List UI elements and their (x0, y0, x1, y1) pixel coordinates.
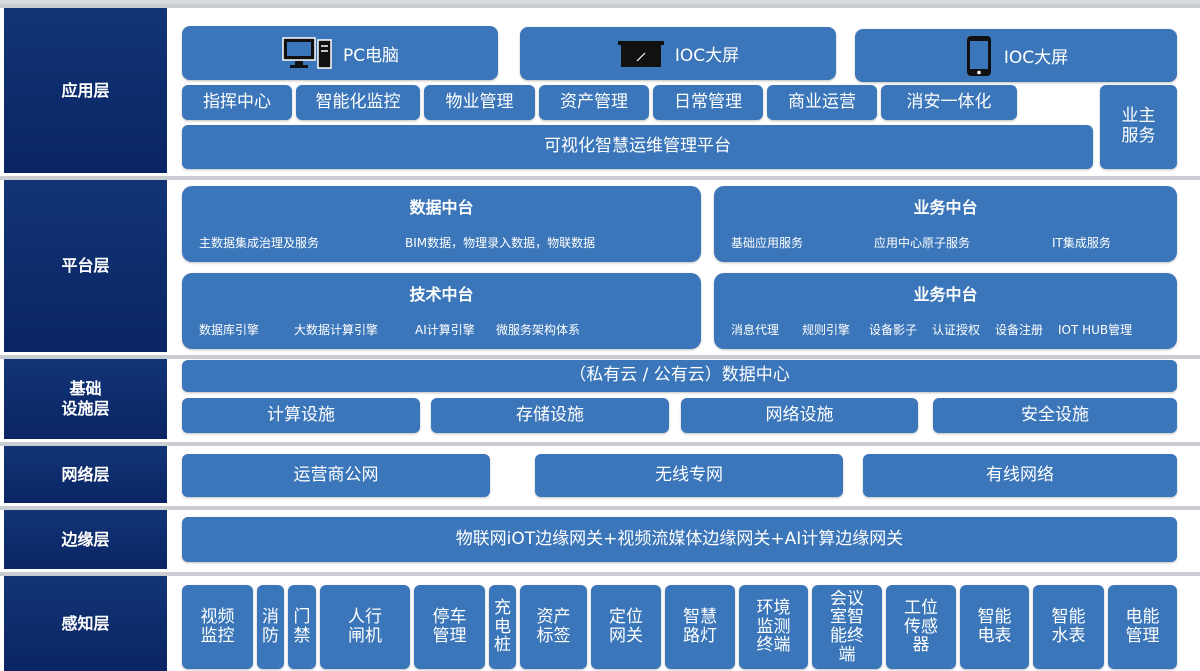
pc-device-box: PC电脑 (182, 26, 498, 80)
tech-platform-item: 大数据计算引擎 (294, 323, 379, 337)
data-platform-item: BIM数据，物理录入数据，物联数据 (405, 236, 596, 250)
mobile-phone-icon (966, 35, 991, 76)
ioc-mobile-box: IOC大屏 (855, 29, 1177, 82)
tech-platform-title: 技术中台 (409, 285, 474, 304)
perception-layer-label: 感知层 (4, 576, 167, 671)
sensor-fire: 消 防 (257, 585, 284, 669)
business-platform-title: 业务中台 (913, 198, 978, 217)
ioc-mobile-label: IOC大屏 (1003, 48, 1069, 68)
business-platform-item: 认证授权 (932, 323, 981, 337)
sensor-smart-streetlight: 智慧 路灯 (665, 585, 735, 669)
sensor-access-control: 门 禁 (288, 585, 316, 669)
sensor-workstation: 工位 传感 器 (886, 585, 956, 669)
infra-network: 网络设施 (681, 398, 918, 433)
edge-gateway-bar: 物联网iOT边缘网关+视频流媒体边缘网关+AI计算边缘网关 (182, 517, 1177, 562)
network-wireless-private: 无线专网 (535, 454, 843, 497)
business-platform-item: 应用中心原子服务 (874, 236, 971, 250)
business-platform-item: 基础应用服务 (731, 236, 804, 250)
tech-platform-item: 微服务架构体系 (496, 323, 581, 337)
owner-service-box: 业主 服务 (1100, 85, 1177, 169)
edge-layer-label: 边缘层 (4, 510, 167, 569)
business-middle-platform-2: 业务中台 消息代理 规则引擎 设备影子 认证授权 设备注册 IOT HUB管理 (714, 273, 1177, 349)
sensor-parking: 停车 管理 (414, 585, 485, 669)
desktop-pc-icon (282, 37, 332, 69)
sensor-positioning-gateway: 定位 网关 (591, 585, 661, 669)
pc-device-label: PC电脑 (342, 45, 400, 66)
large-screen-icon (617, 40, 664, 67)
app-commercial-operation: 商业运营 (767, 85, 877, 120)
sensor-pedestrian-gate: 人行 闸机 (320, 585, 410, 669)
network-layer-label: 网络层 (4, 446, 167, 503)
sensor-power-management: 电能 管理 (1108, 585, 1177, 669)
business-platform-item: IOT HUB管理 (1058, 323, 1133, 337)
app-smart-monitoring: 智能化监控 (296, 85, 420, 120)
sensor-video-monitoring: 视频 监控 (182, 585, 253, 669)
business-middle-platform-1: 业务中台 基础应用服务 应用中心原子服务 IT集成服务 (714, 186, 1177, 262)
tech-platform-item: AI计算引擎 (415, 323, 475, 337)
data-platform-item: 主数据集成治理及服务 (199, 236, 320, 250)
business-platform-item: 设备影子 (869, 323, 918, 337)
app-command-center: 指挥中心 (182, 85, 292, 120)
sensor-charging-pile: 充 电 桩 (489, 585, 516, 669)
app-daily-management: 日常管理 (653, 85, 763, 120)
infra-security: 安全设施 (933, 398, 1177, 433)
application-layer-label: 应用层 (4, 8, 167, 173)
business-platform-item: IT集成服务 (1052, 236, 1111, 250)
infrastructure-layer-label: 基础 设施层 (4, 359, 167, 439)
business-platform-item: 设备注册 (995, 323, 1044, 337)
ioc-screen-box: IOC大屏 (520, 27, 836, 80)
sensor-environment-terminal: 环境 监测 终端 (739, 585, 808, 669)
tech-middle-platform: 技术中台 数据库引擎 大数据计算引擎 AI计算引擎 微服务架构体系 (182, 273, 701, 349)
datacenter-bar: （私有云 / 公有云）数据中心 (182, 360, 1177, 392)
sensor-meeting-room-terminal: 会议 室智 能终 端 (812, 585, 882, 669)
business-platform-title: 业务中台 (913, 285, 978, 304)
app-property-management: 物业管理 (424, 85, 535, 120)
sensor-asset-tag: 资产 标签 (520, 585, 587, 669)
sensor-smart-electric-meter: 智能 电表 (960, 585, 1029, 669)
platform-layer-label: 平台层 (4, 180, 167, 352)
app-asset-management: 资产管理 (539, 85, 649, 120)
ioc-screen-label: IOC大屏 (674, 46, 740, 66)
network-wired: 有线网络 (863, 454, 1177, 497)
network-carrier-public: 运营商公网 (182, 454, 490, 497)
business-platform-item: 消息代理 (731, 323, 780, 337)
infra-storage: 存储设施 (431, 398, 669, 433)
sensor-smart-water-meter: 智能 水表 (1033, 585, 1104, 669)
ops-platform-bar: 可视化智慧运维管理平台 (182, 125, 1093, 169)
business-platform-item: 规则引擎 (802, 323, 851, 337)
tech-platform-item: 数据库引擎 (199, 323, 260, 337)
app-fire-security: 消安一体化 (881, 85, 1017, 120)
data-platform-title: 数据中台 (409, 198, 474, 217)
infra-compute: 计算设施 (182, 398, 420, 433)
data-middle-platform: 数据中台 主数据集成治理及服务 BIM数据，物理录入数据，物联数据 (182, 186, 701, 262)
